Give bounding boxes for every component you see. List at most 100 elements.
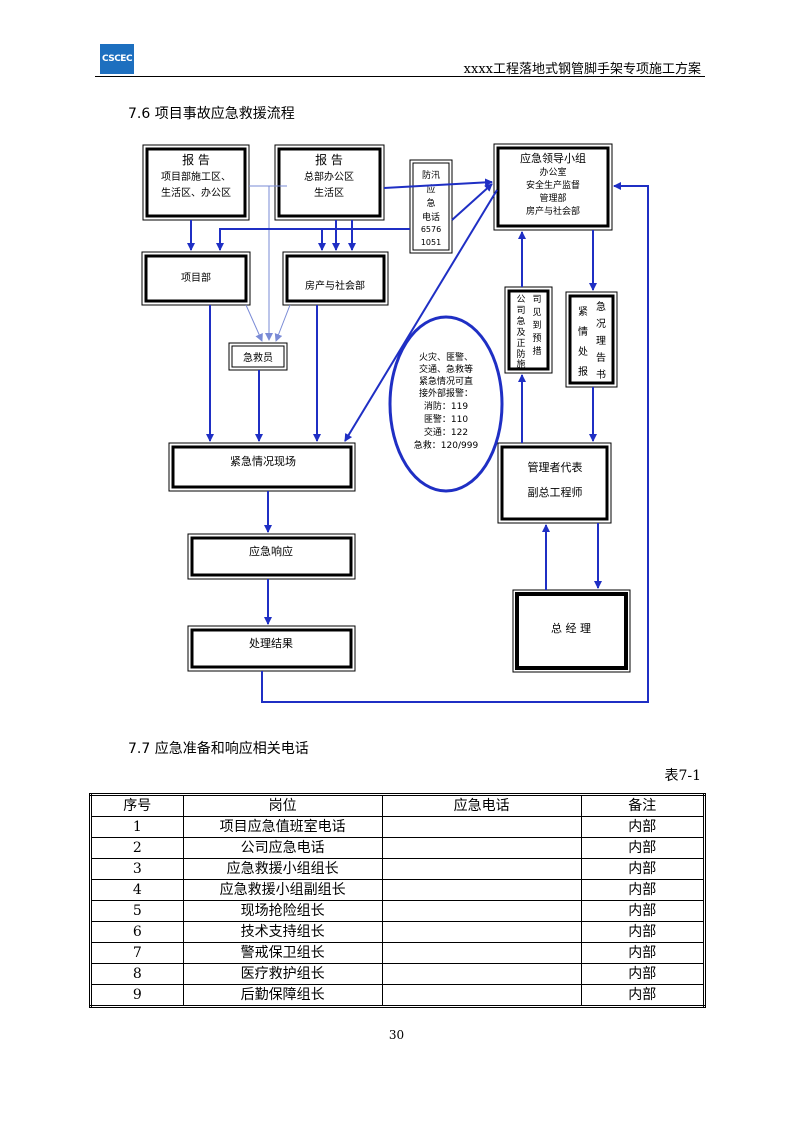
table-cell: 公司应急电话 <box>182 837 383 859</box>
first-aider-box: 急救员 <box>228 342 288 371</box>
svg-text:公: 公 <box>516 294 525 305</box>
report2-title: 报 告 <box>315 152 343 167</box>
svg-text:况: 况 <box>596 318 606 330</box>
table-cell: 7 <box>90 942 184 964</box>
report1-title: 报 告 <box>182 152 210 167</box>
svg-text:应: 应 <box>426 183 435 195</box>
table-cell <box>381 837 582 859</box>
section-7-6-title: 7.6 项目事故应急救援流程 <box>128 106 295 122</box>
svg-text:管理者代表: 管理者代表 <box>528 460 583 474</box>
table-cell: 2 <box>90 837 184 859</box>
table-cell: 3 <box>90 858 184 880</box>
table-cell <box>381 942 582 964</box>
svg-text:急: 急 <box>516 315 525 327</box>
svg-text:1051: 1051 <box>421 238 441 247</box>
svg-text:房产与社会部: 房产与社会部 <box>526 205 580 217</box>
project-department-box: 项目部 <box>141 251 251 306</box>
table-cell: 4 <box>90 879 184 901</box>
table-cell: 后勤保障组长 <box>182 984 383 1007</box>
flood-emergency-phone-box: 防汛 应 急 电话 6576 1051 <box>409 159 453 254</box>
emergency-response-box: 应急响应 <box>187 533 356 580</box>
svg-text:告: 告 <box>596 351 606 364</box>
external-alarm-ellipse: 火灾、匪警、 交通、急救等 紧急情况可直 接外部报警： 消防：119 匪警：11… <box>388 315 504 493</box>
table-cell: 项目应急值班室电话 <box>182 816 383 838</box>
management-representative-box: 管理者代表 副总工程师 <box>497 442 612 524</box>
svg-text:报: 报 <box>578 365 588 378</box>
table-cell: 应急救援小组组长 <box>182 858 383 880</box>
svg-text:措: 措 <box>532 345 541 357</box>
svg-text:匪警：110: 匪警：110 <box>424 413 468 425</box>
svg-text:总 经 理: 总 经 理 <box>551 621 591 635</box>
table-header-row: 序号 岗位 应急电话 备注 <box>90 794 706 817</box>
svg-text:理: 理 <box>596 335 606 347</box>
table-cell <box>381 816 582 838</box>
svg-text:处: 处 <box>578 346 588 358</box>
table-cell: 警戒保卫组长 <box>182 942 383 964</box>
svg-text:安全生产监督: 安全生产监督 <box>526 179 580 191</box>
table-caption: 表7-1 <box>664 768 701 784</box>
svg-text:司: 司 <box>532 294 541 305</box>
table-cell: 应急救援小组副组长 <box>182 879 383 901</box>
emergency-report-box: 紧 情 处 报 急 况 理 告 书 <box>565 291 618 388</box>
svg-text:办公室: 办公室 <box>539 166 566 178</box>
table-cell: 内部 <box>580 879 706 901</box>
column-header: 序号 <box>90 794 184 817</box>
svg-text:到: 到 <box>532 319 541 331</box>
table-cell: 5 <box>90 900 184 922</box>
table-cell <box>381 879 582 901</box>
header-divider <box>95 76 705 77</box>
column-header: 应急电话 <box>381 794 582 817</box>
svg-text:项目部: 项目部 <box>181 271 211 284</box>
svg-text:见: 见 <box>532 307 541 318</box>
svg-text:防: 防 <box>516 348 525 360</box>
svg-text:管理部: 管理部 <box>539 192 566 204</box>
table-cell: 内部 <box>580 837 706 859</box>
svg-text:应急响应: 应急响应 <box>249 544 293 558</box>
column-header: 备注 <box>580 794 706 817</box>
svg-text:正: 正 <box>516 339 525 349</box>
svg-text:司: 司 <box>516 305 525 316</box>
svg-text:急: 急 <box>426 197 435 209</box>
table-cell: 内部 <box>580 984 706 1007</box>
table-cell <box>381 984 582 1007</box>
svg-text:房产与社会部: 房产与社会部 <box>305 279 365 292</box>
table-cell: 内部 <box>580 921 706 943</box>
emergency-leadership-box: 应急领导小组 办公室 安全生产监督 管理部 房产与社会部 <box>493 143 613 231</box>
table-cell: 9 <box>90 984 184 1007</box>
table-cell: 6 <box>90 921 184 943</box>
general-manager-box: 总 经 理 <box>512 589 631 673</box>
svg-text:紧: 紧 <box>578 306 588 318</box>
report2-line: 总部办公区 <box>304 170 354 183</box>
svg-text:6576: 6576 <box>421 225 441 234</box>
table-cell: 8 <box>90 963 184 985</box>
svg-text:处理结果: 处理结果 <box>249 637 293 650</box>
svg-text:紧急情况可直: 紧急情况可直 <box>419 375 473 387</box>
handling-result-box: 处理结果 <box>187 625 356 672</box>
report2-line: 生活区 <box>314 186 344 199</box>
report-box-project: 报 告 项目部施工区、 生活区、办公区 <box>142 144 250 221</box>
emergency-rescue-flowchart: 报 告 项目部施工区、 生活区、办公区 报 告 总部办公区 生活区 防汛 应 急… <box>141 143 649 703</box>
emergency-scene-box: 紧急情况现场 <box>168 442 356 492</box>
table-cell: 1 <box>90 816 184 838</box>
svg-text:防汛: 防汛 <box>422 169 440 181</box>
svg-text:火灾、匪警、: 火灾、匪警、 <box>419 351 473 363</box>
table-cell <box>381 921 582 943</box>
table-cell: 内部 <box>580 963 706 985</box>
svg-text:急救：120/999: 急救：120/999 <box>414 439 479 451</box>
svg-text:消防：119: 消防：119 <box>424 400 468 412</box>
table-cell: 内部 <box>580 816 706 838</box>
table-cell: 内部 <box>580 900 706 922</box>
table-cell <box>381 858 582 880</box>
table-cell: 内部 <box>580 858 706 880</box>
svg-text:预: 预 <box>532 333 541 344</box>
